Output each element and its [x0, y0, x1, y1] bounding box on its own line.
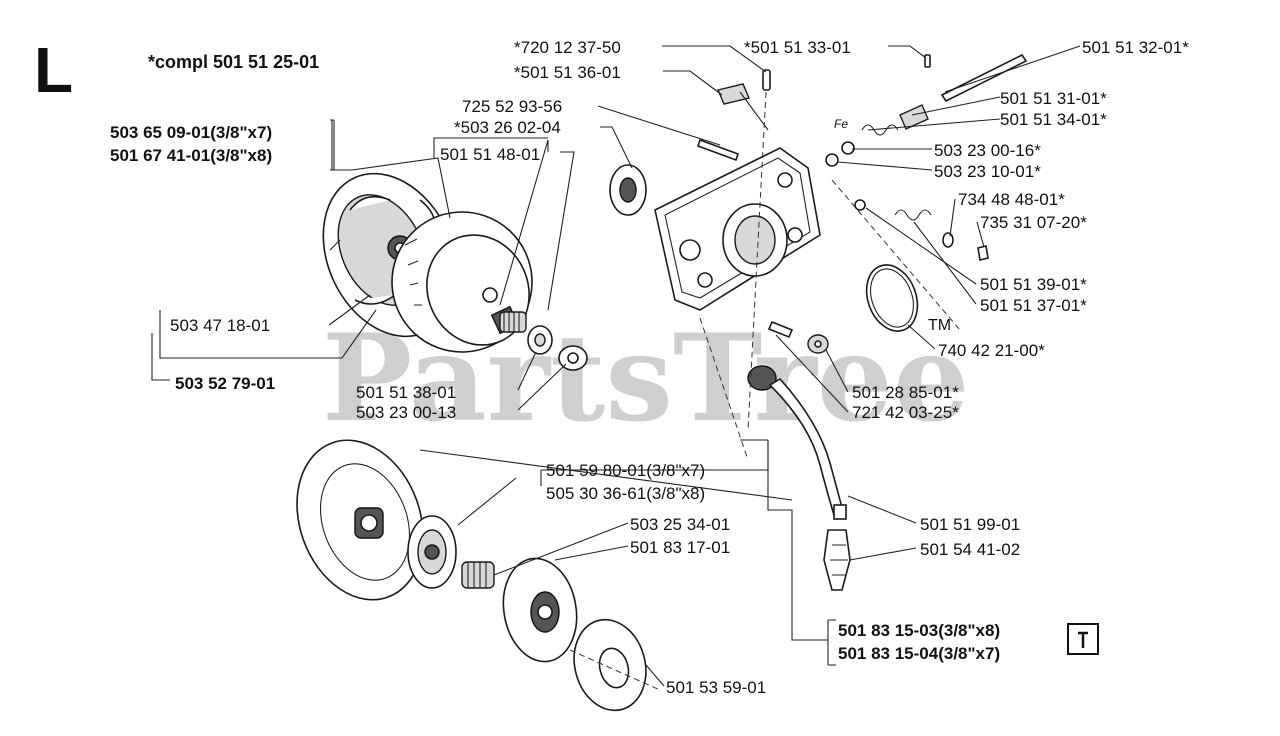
label-501-51-38-01: 501 51 38-01: [356, 383, 456, 402]
label-505-30-36-61: 505 30 36-61(3/8"x8): [546, 484, 705, 503]
label-501-51-48-01: 501 51 48-01: [440, 145, 540, 164]
label-503-23-10-01: 503 23 10-01*: [934, 162, 1041, 181]
oil-pipe-drawing: [747, 365, 851, 591]
label-501-51-99-01: 501 51 99-01: [920, 515, 1020, 534]
label-503-47-18-01: 503 47 18-01: [170, 316, 270, 335]
label-503-25-34-01: 503 25 34-01: [630, 515, 730, 534]
bolt-nut-drawing: [767, 320, 829, 354]
label-brackets: [330, 119, 836, 666]
label-503-23-00-16: 503 23 00-16*: [934, 141, 1041, 160]
label-721-42-03-25: 721 42 03-25*: [852, 403, 959, 422]
label-501-51-31-01: 501 51 31-01*: [1000, 89, 1107, 108]
label-501-51-33-01: *501 51 33-01: [744, 38, 851, 57]
part-labels: *720 12 37-50 *501 51 33-01 501 51 32-01…: [110, 38, 1189, 697]
compl-label: *compl 501 51 25-01: [148, 52, 319, 72]
section-letter: L: [34, 34, 73, 106]
label-725-52-93-56: 725 52 93-56: [462, 97, 562, 116]
label-501-83-15-04: 501 83 15-04(3/8"x7): [838, 644, 1000, 663]
wrench-tool-icon[interactable]: [1067, 623, 1099, 655]
watermark-tm: TM: [928, 317, 951, 334]
label-501-67-41-01: 501 67 41-01(3/8"x8): [110, 146, 272, 165]
label-501-51-37-01: 501 51 37-01*: [980, 296, 1087, 315]
clutch-cover-drawing: [654, 147, 821, 311]
label-501-59-80-01: 501 59 80-01(3/8"x7): [546, 461, 705, 480]
label-501-54-41-02: 501 54 41-02: [920, 540, 1020, 559]
o-ring-drawing: [865, 264, 919, 332]
label-740-42-21-00: 740 42 21-00*: [938, 341, 1045, 360]
label-501-53-59-01: 501 53 59-01: [666, 678, 766, 697]
label-734-48-48-01: 734 48 48-01*: [958, 190, 1065, 209]
label-503-65-09-01: 503 65 09-01(3/8"x7): [110, 123, 272, 142]
fe-mark: Fe: [834, 117, 848, 131]
label-503-26-02-04: *503 26 02-04: [454, 118, 561, 137]
leader-lines: [151, 45, 1081, 691]
label-720-12-37-50: *720 12 37-50: [514, 38, 621, 57]
label-501-28-85-01: 501 28 85-01*: [852, 383, 959, 402]
label-501-51-34-01: 501 51 34-01*: [1000, 110, 1107, 129]
bearing-washer-drawing: [499, 311, 588, 371]
label-501-83-17-01: 501 83 17-01: [630, 538, 730, 557]
upper-hardware-drawing: [696, 53, 1028, 261]
oil-seal-drawing: [609, 164, 647, 216]
label-501-83-15-03: 501 83 15-03(3/8"x8): [838, 621, 1000, 640]
spur-sprocket-drawing: [502, 557, 578, 663]
label-501-51-32-01: 501 51 32-01*: [1082, 38, 1189, 57]
label-735-31-07-20: 735 31 07-20*: [980, 213, 1087, 232]
label-501-51-36-01: *501 51 36-01: [514, 63, 621, 82]
sprocket-drum-drawing: [296, 439, 424, 601]
label-503-52-79-01: 503 52 79-01: [175, 374, 275, 393]
washer-drawing: [573, 618, 647, 712]
label-503-23-00-13: 503 23 00-13: [356, 403, 456, 422]
rim-sprocket-drawing: [407, 515, 495, 589]
label-501-51-39-01: 501 51 39-01*: [980, 275, 1087, 294]
